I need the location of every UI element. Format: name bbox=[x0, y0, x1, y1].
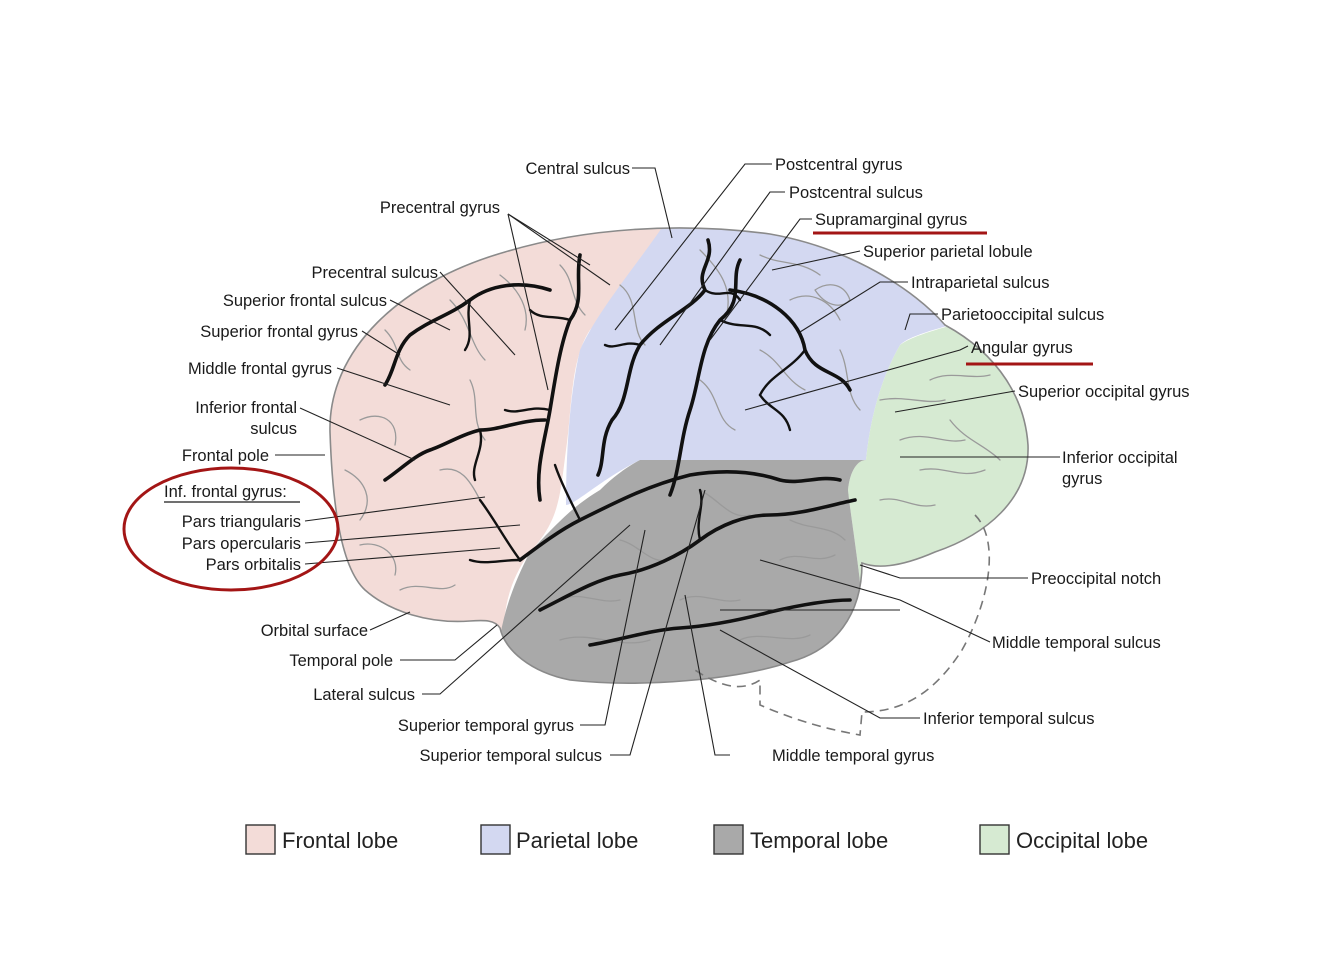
label-precentral-sulcus: Precentral sulcus bbox=[311, 264, 438, 282]
label-postcentral-gyrus: Postcentral gyrus bbox=[775, 156, 902, 174]
legend-item-temporal: Temporal lobe bbox=[713, 824, 888, 855]
label-superior-frontal-gyrus: Superior frontal gyrus bbox=[200, 323, 358, 341]
legend-swatch-frontal bbox=[245, 824, 276, 855]
legend-swatch-parietal bbox=[480, 824, 511, 855]
label-middle-frontal-gyrus: Middle frontal gyrus bbox=[188, 360, 332, 378]
legend-swatch-occipital bbox=[979, 824, 1010, 855]
label-pars-triangularis: Pars triangularis bbox=[182, 513, 301, 531]
label-central-sulcus: Central sulcus bbox=[525, 160, 630, 178]
label-superior-occipital-gyrus: Superior occipital gyrus bbox=[1018, 383, 1190, 401]
label-temporal-pole: Temporal pole bbox=[289, 652, 393, 670]
label-orbital-surface: Orbital surface bbox=[261, 622, 368, 640]
legend-label-parietal: Parietal lobe bbox=[516, 828, 638, 853]
label-inferior-frontal-sulcus-line1: Inferior frontal bbox=[195, 399, 297, 417]
legend-item-frontal: Frontal lobe bbox=[245, 824, 398, 855]
label-frontal-pole: Frontal pole bbox=[182, 447, 269, 465]
label-inferior-temporal-sulcus: Inferior temporal sulcus bbox=[923, 710, 1095, 728]
label-superior-temporal-gyrus: Superior temporal gyrus bbox=[398, 717, 574, 735]
label-precentral-gyrus: Precentral gyrus bbox=[380, 199, 500, 217]
label-inferior-occipital-gyrus-line1: Inferior occipital bbox=[1062, 449, 1178, 467]
major-sulci bbox=[383, 238, 857, 647]
legend-item-parietal: Parietal lobe bbox=[480, 824, 638, 855]
inf-frontal-gyrus-circle bbox=[122, 466, 340, 592]
label-lateral-sulcus: Lateral sulcus bbox=[313, 686, 415, 704]
legend: Frontal lobe Parietal lobe Temporal lobe… bbox=[245, 824, 1148, 855]
legend-label-temporal: Temporal lobe bbox=[750, 828, 888, 853]
label-inferior-frontal-sulcus-line2: sulcus bbox=[250, 420, 297, 438]
structure-labels: Central sulcus Precentral gyrus Precentr… bbox=[164, 156, 1190, 765]
temporal-lobe-region bbox=[495, 460, 866, 684]
legend-swatch-temporal bbox=[713, 824, 744, 855]
label-postcentral-sulcus: Postcentral sulcus bbox=[789, 184, 923, 202]
highlights bbox=[122, 231, 1093, 592]
legend-item-occipital: Occipital lobe bbox=[979, 824, 1148, 855]
cerebellum-dashed-outline bbox=[694, 514, 991, 736]
brain-outline bbox=[329, 227, 1029, 684]
label-supramarginal-gyrus: Supramarginal gyrus bbox=[815, 211, 967, 229]
label-superior-parietal-lobule: Superior parietal lobule bbox=[863, 243, 1033, 261]
legend-label-frontal: Frontal lobe bbox=[282, 828, 398, 853]
label-middle-temporal-sulcus: Middle temporal sulcus bbox=[992, 634, 1161, 652]
label-angular-gyrus: Angular gyrus bbox=[971, 339, 1073, 357]
label-superior-temporal-sulcus: Superior temporal sulcus bbox=[420, 747, 603, 765]
label-pars-orbitalis: Pars orbitalis bbox=[206, 556, 301, 574]
label-middle-temporal-gyrus: Middle temporal gyrus bbox=[772, 747, 934, 765]
label-inf-frontal-gyrus: Inf. frontal gyrus: bbox=[164, 483, 287, 501]
label-inferior-occipital-gyrus-line2: gyrus bbox=[1062, 470, 1102, 488]
label-preoccipital-notch: Preoccipital notch bbox=[1031, 570, 1161, 588]
label-superior-frontal-sulcus: Superior frontal sulcus bbox=[223, 292, 387, 310]
label-intraparietal-sulcus: Intraparietal sulcus bbox=[911, 274, 1050, 292]
legend-label-occipital: Occipital lobe bbox=[1016, 828, 1148, 853]
leader-lines bbox=[275, 163, 1060, 756]
label-parietooccipital-sulcus: Parietooccipital sulcus bbox=[941, 306, 1104, 324]
label-pars-opercularis: Pars opercularis bbox=[182, 535, 301, 553]
